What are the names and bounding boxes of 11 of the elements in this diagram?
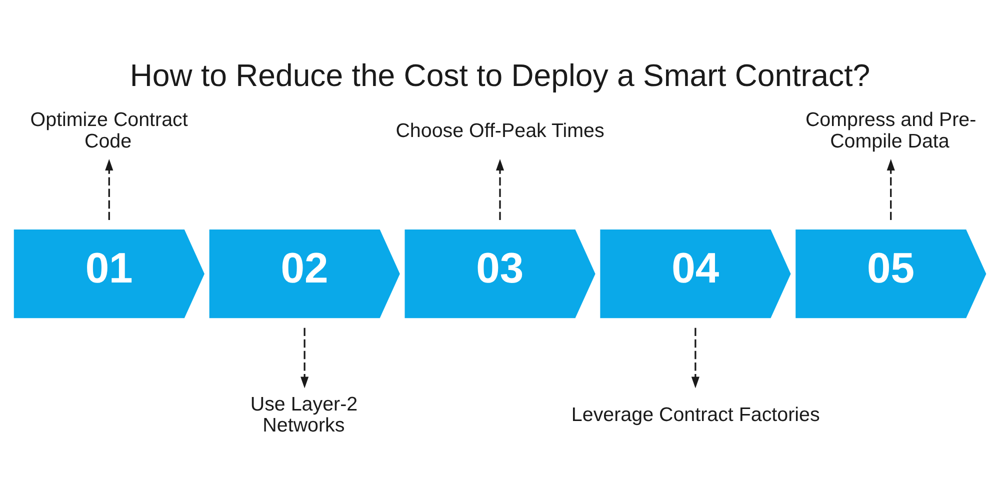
node-text: Optimize Contract Code (30, 109, 188, 153)
arrow (300, 328, 309, 388)
node-text: Use Layer-2 Networks (250, 393, 358, 437)
arrow (886, 159, 895, 220)
node-text: Choose Off-Peak Times (396, 120, 604, 142)
arrow (496, 159, 504, 220)
diagram-title: How to Reduce the Cost to Deploy a Smart Contract? (130, 58, 870, 94)
arrow (691, 328, 700, 388)
arrow (105, 159, 114, 220)
node-text: Leverage Contract Factories (571, 404, 820, 426)
node-text: Compress and Pre-Compile Data (805, 109, 976, 153)
